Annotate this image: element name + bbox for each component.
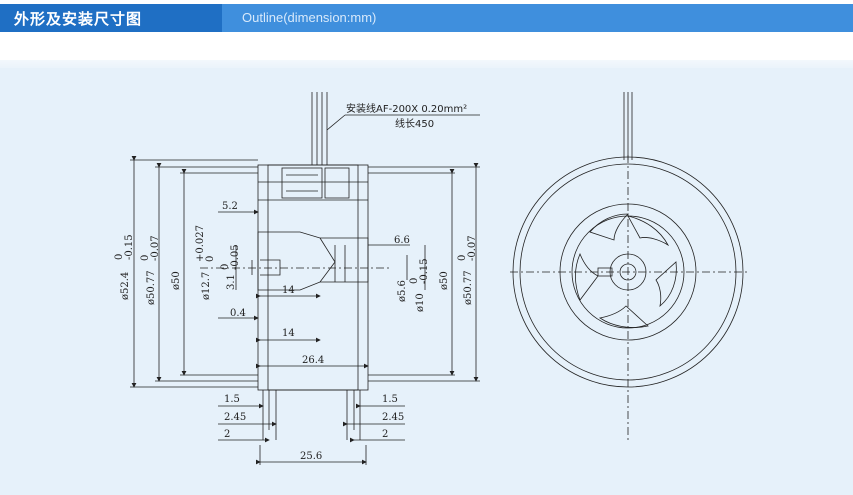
- dim-25-6: 25.6: [300, 451, 322, 462]
- dim-2-45-right: 2.45: [382, 412, 404, 423]
- dim-d50-77-right-tol: -0.07: [467, 235, 478, 261]
- dim-d50-77-left: ø50.77: [146, 270, 157, 305]
- dim-d12-7-tol0: 0: [205, 256, 216, 262]
- dim-2-45-left: 2.45: [224, 412, 246, 423]
- header-bar: 外形及安装尺寸图 Outline(dimension:mm): [0, 0, 853, 34]
- page-title: 外形及安装尺寸图: [14, 10, 143, 28]
- motor-front-view: [510, 92, 750, 440]
- motor-side-view: [257, 164, 369, 440]
- dim-d52-4: ø52.4: [120, 272, 131, 300]
- header-subtitle-block: Outline(dimension:mm): [222, 4, 853, 32]
- dim-14-lower: 14: [282, 328, 295, 339]
- dim-5-2: 5.2: [222, 201, 238, 212]
- dim-d12-7-tol: +0.027: [195, 225, 206, 262]
- cable-length-label: 线长450: [395, 117, 434, 130]
- cable-label: 安装线AF-200X 0.20mm²: [346, 102, 467, 115]
- dim-d52-4-tol0: 0: [114, 254, 125, 260]
- page-subtitle: Outline(dimension:mm): [242, 10, 377, 25]
- header-title-block: 外形及安装尺寸图: [0, 4, 222, 32]
- dim-1-5-left: 1.5: [224, 394, 240, 405]
- dim-2-right: 2: [382, 429, 388, 440]
- dim-6-6: 6.6: [394, 235, 410, 246]
- dim-14-upper: 14: [282, 285, 295, 296]
- dim-d10: ø10: [415, 293, 426, 312]
- dim-0-4: 0.4: [230, 308, 246, 319]
- dim-2-left: 2: [224, 429, 230, 440]
- dim-3-1: 3.1: [226, 274, 237, 290]
- cable: [311, 92, 480, 165]
- dim-d50-right: ø50: [439, 271, 450, 290]
- dim-26-4: 26.4: [302, 355, 324, 366]
- dim-d12-7: ø12.7: [201, 272, 212, 300]
- dim-1-5-right: 1.5: [382, 394, 398, 405]
- dim-d52-4-tol: -0.15: [124, 234, 135, 260]
- dim-d50-left: ø50: [171, 271, 182, 290]
- dim-d10-tol0: 0: [409, 278, 420, 284]
- dim-d5-6: ø5.6: [397, 280, 408, 302]
- dim-d50-77-right-tol0: 0: [457, 255, 468, 261]
- dim-d50-77-left-tol0: 0: [140, 255, 151, 261]
- dim-d50-77-left-tol: -0.07: [150, 235, 161, 261]
- dim-3-1-tol: -0.05: [230, 244, 241, 270]
- dim-3-1-tol0: 0: [220, 264, 231, 270]
- dim-d50-77-right: ø50.77: [463, 270, 474, 305]
- drawing-panel: [0, 68, 853, 495]
- dim-d10-tol: -0.15: [419, 258, 430, 284]
